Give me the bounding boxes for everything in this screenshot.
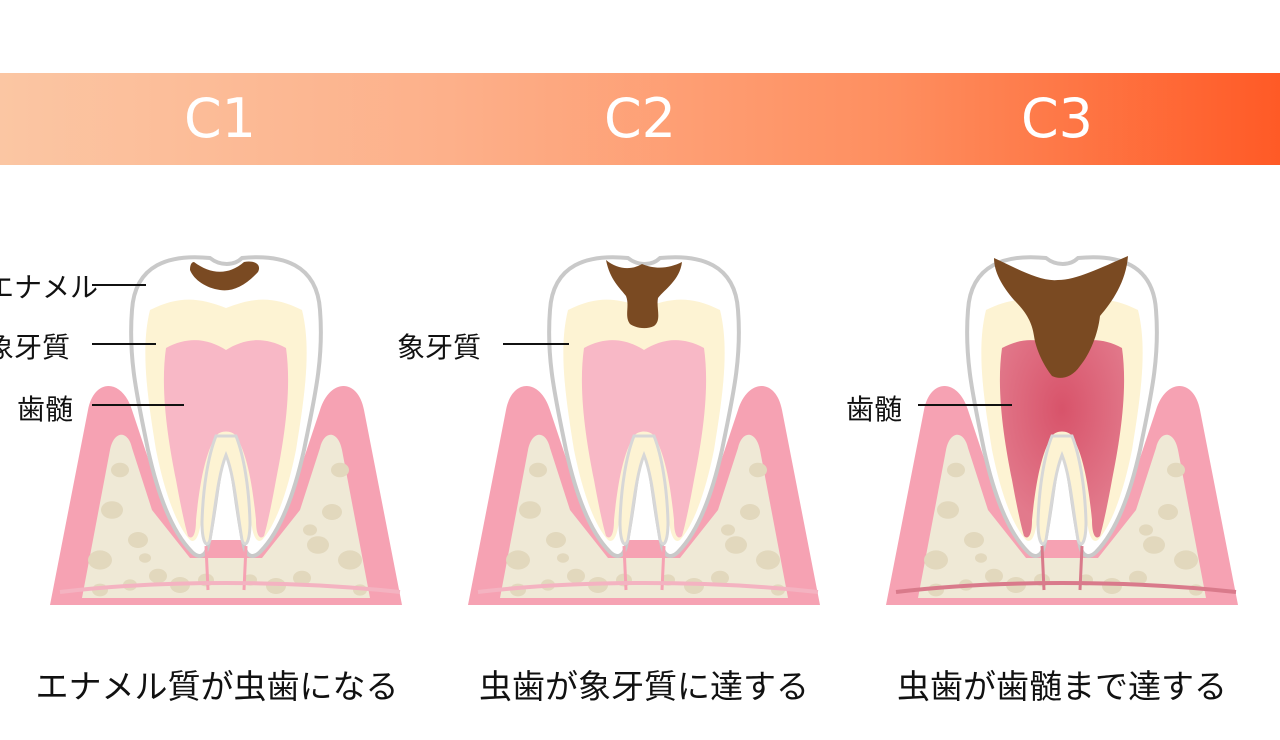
caries <box>190 261 260 291</box>
leader-line-dentin-c1 <box>92 343 156 345</box>
leader-line-pulp-c3 <box>918 404 1012 406</box>
root-canal-divider <box>200 434 252 546</box>
label-dentin-c2: 象牙質 <box>397 331 482 364</box>
caption-c1: エナメル質が虫歯になる <box>35 667 399 706</box>
bone-spot <box>740 504 760 520</box>
bone-spot <box>1167 462 1185 478</box>
stage-header-bar: C1 C2 C3 <box>0 73 1280 165</box>
tooth-illustration-c1 <box>50 255 402 605</box>
leader-line-dentin-c2 <box>503 343 569 345</box>
bone-spot <box>293 570 311 586</box>
caries <box>606 260 682 329</box>
bone-spot <box>519 501 541 519</box>
bone-spot <box>546 532 566 548</box>
bone-spot <box>985 568 1003 584</box>
pulp <box>581 340 707 538</box>
alveolar-bone <box>918 434 1206 598</box>
caption-c2: 虫歯が象牙質に達する <box>479 667 809 706</box>
bone-spot <box>307 536 329 554</box>
bone-spot <box>88 550 112 570</box>
tooth-illustration-c3 <box>886 255 1238 605</box>
label-dentin-c1: 象牙質 <box>0 331 71 364</box>
label-pulp-c1: 歯髄 <box>17 393 74 426</box>
stage-label-c3: C3 <box>1020 87 1094 150</box>
bone-spot <box>266 578 286 594</box>
bone-spot <box>964 532 984 548</box>
bone-spot <box>101 501 123 519</box>
leader-line-pulp-c1 <box>92 404 184 406</box>
bone-spot <box>684 578 704 594</box>
vessel-line <box>477 581 819 594</box>
leader-line-enamel <box>92 284 146 286</box>
bone-spot <box>721 524 735 536</box>
caption-c3: 虫歯が歯髄まで達する <box>897 667 1227 706</box>
bone-spot <box>749 462 767 478</box>
bone-spot <box>1158 504 1178 520</box>
caries <box>994 256 1128 378</box>
stage-label-c1: C1 <box>183 87 257 150</box>
bone-spot <box>1139 524 1153 536</box>
bone-spot <box>139 553 151 563</box>
bone-spot <box>1129 570 1147 586</box>
stage-label-c2: C2 <box>603 87 677 150</box>
pulp <box>163 340 289 538</box>
root-canal-divider <box>1036 434 1088 546</box>
bone-spot <box>756 550 780 570</box>
bone-spot <box>924 550 948 570</box>
bone-spot <box>567 568 585 584</box>
bone-spot <box>322 504 342 520</box>
bone-spot <box>149 568 167 584</box>
bone-spot <box>128 532 148 548</box>
bone-spot <box>557 553 569 563</box>
bone-spot <box>937 501 959 519</box>
label-enamel: エナメル <box>0 271 99 304</box>
bone-spot <box>1174 550 1198 570</box>
bone-spot <box>338 550 362 570</box>
root-canal-divider <box>618 434 670 546</box>
bone-spot <box>725 536 747 554</box>
alveolar-bone <box>500 434 788 598</box>
bone-spot <box>111 462 129 478</box>
bone-spot <box>1102 578 1122 594</box>
tooth-illustration-c2 <box>468 255 820 605</box>
vessel-line <box>59 581 401 594</box>
bone-spot <box>529 462 547 478</box>
pulp <box>999 340 1125 538</box>
bone-spot <box>947 462 965 478</box>
bone-spot <box>975 553 987 563</box>
bone-spot <box>711 570 729 586</box>
alveolar-bone <box>82 434 370 598</box>
bone-spot <box>1143 536 1165 554</box>
vessel-line <box>895 581 1237 594</box>
bone-spot <box>331 462 349 478</box>
label-pulp-c3: 歯髄 <box>846 393 903 426</box>
bone-spot <box>303 524 317 536</box>
bone-spot <box>506 550 530 570</box>
